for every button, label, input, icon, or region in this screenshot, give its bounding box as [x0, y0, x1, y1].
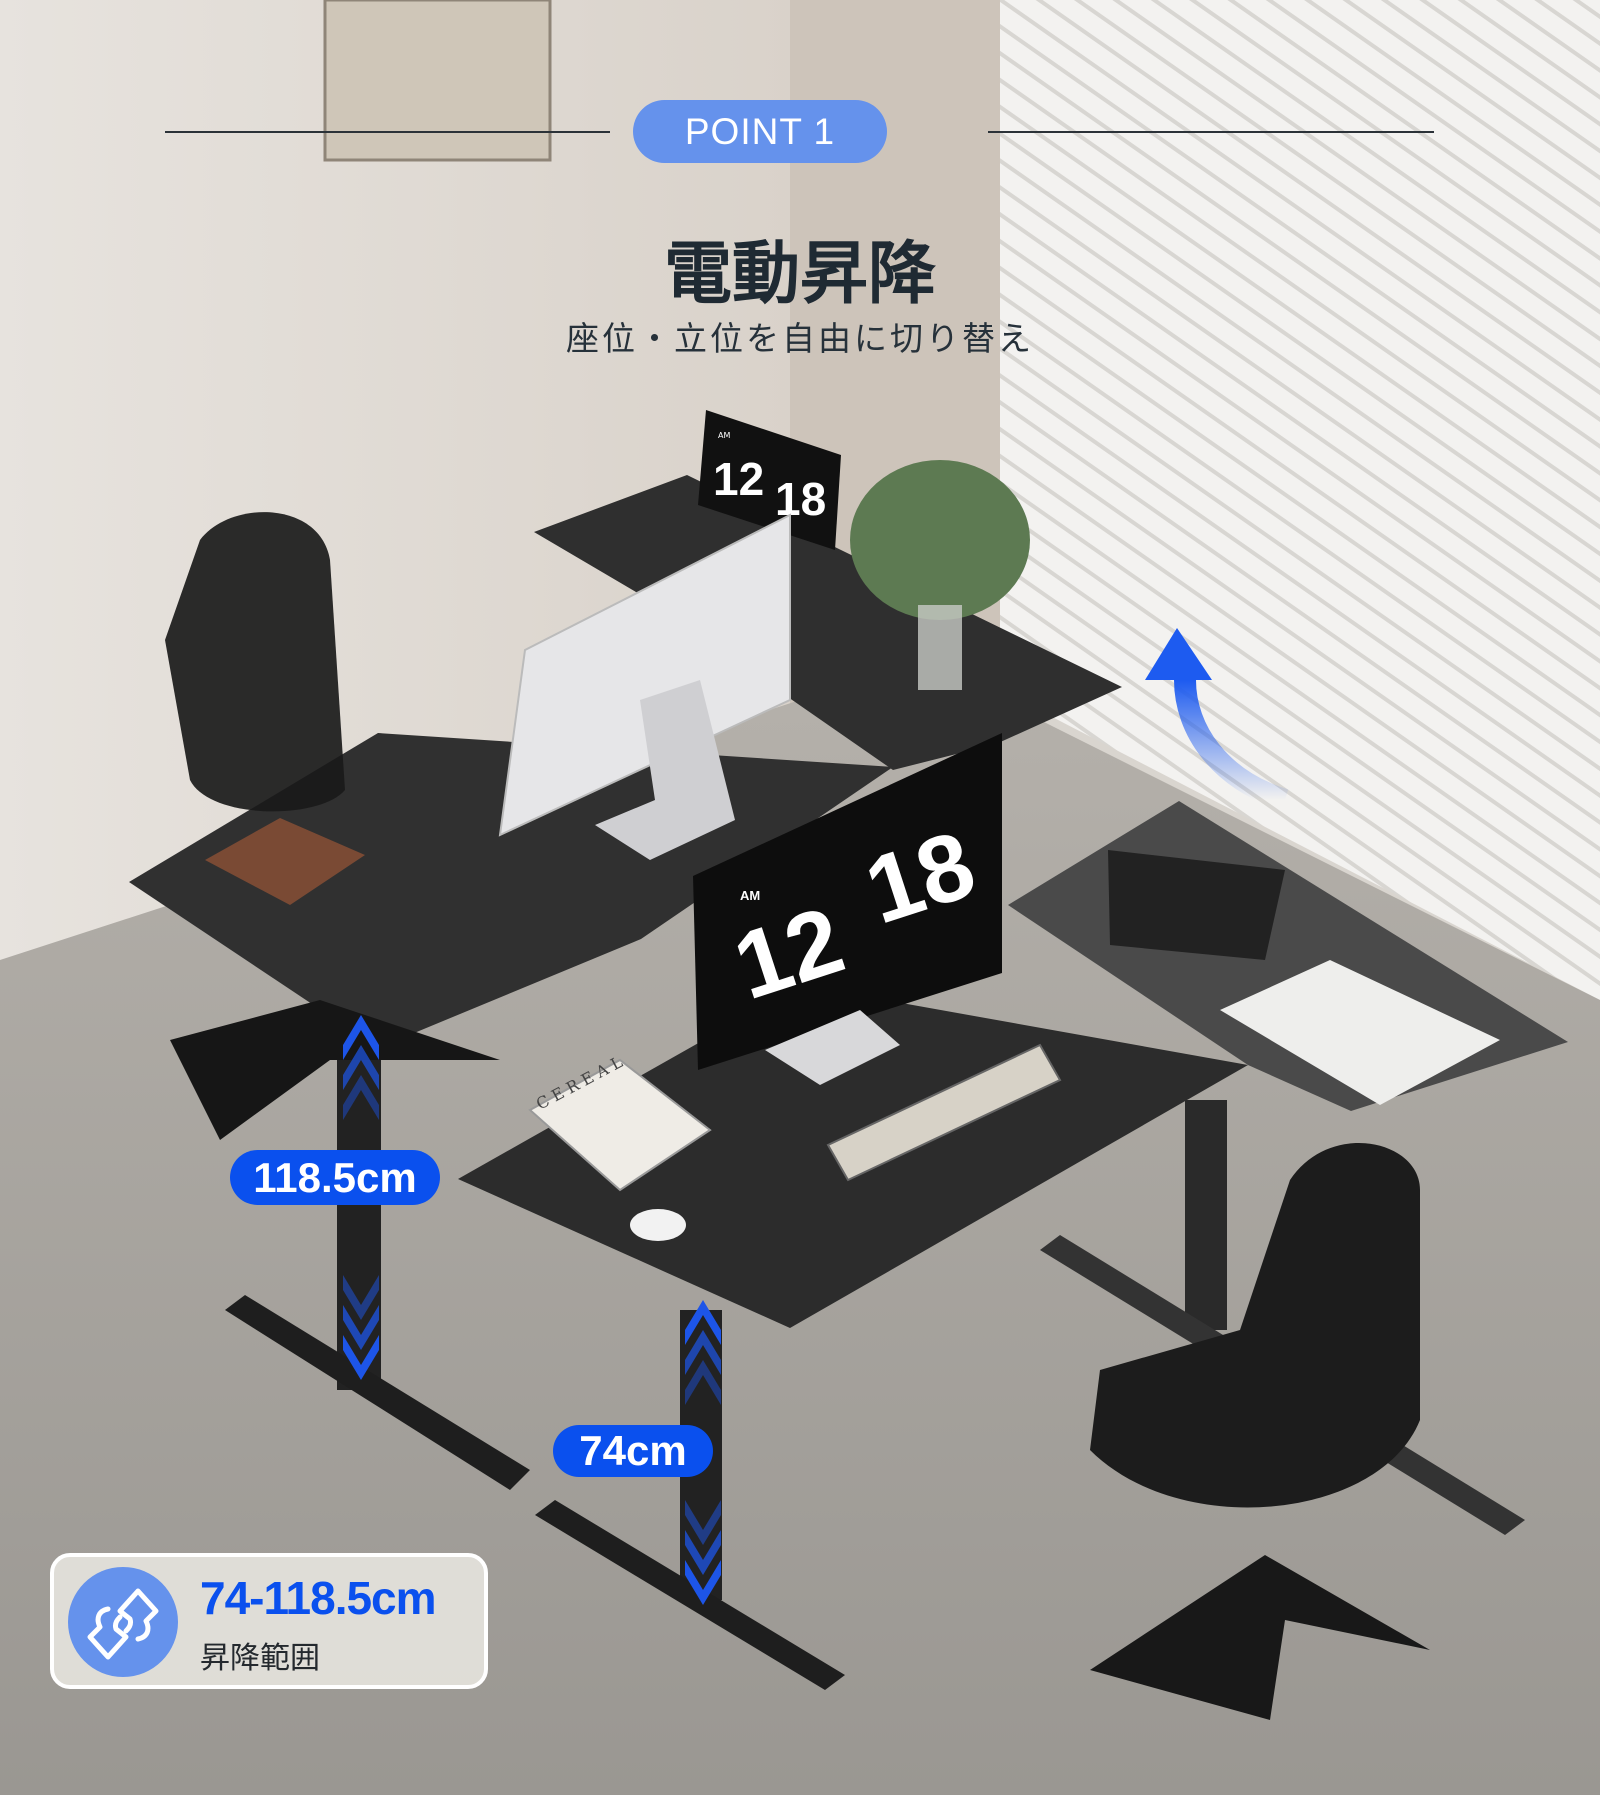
desk-foot-left — [225, 1295, 530, 1490]
desk-foot-front — [535, 1500, 845, 1690]
blueprint — [1220, 960, 1500, 1105]
raise-arrow-head — [1145, 628, 1212, 680]
imac-stand — [595, 680, 735, 860]
coffee-cup — [630, 1209, 686, 1241]
page-title: 電動昇降 — [663, 235, 936, 314]
up-chevrons-front — [685, 1300, 721, 1405]
chair-left-base — [170, 1000, 500, 1140]
swap-up-down-icon — [68, 1567, 178, 1677]
divider-right — [988, 131, 1434, 133]
laptop-clock-minute: 18 — [775, 473, 826, 525]
height-range-card: 74-118.5cm 昇降範囲 — [50, 1553, 488, 1689]
front-monitor-stand — [765, 1010, 900, 1085]
desk-leg-right — [1185, 1100, 1227, 1330]
window-blinds — [1000, 0, 1600, 1000]
desk-back — [534, 475, 1122, 770]
page-subtitle: 座位・立位を自由に切り替え — [566, 319, 1034, 358]
laptop-screen — [698, 410, 841, 550]
down-chevrons-left — [343, 1275, 379, 1380]
chair-right — [1090, 1142, 1420, 1508]
up-chevrons-left — [343, 1015, 379, 1120]
max-height-label: 118.5cm — [230, 1150, 440, 1205]
range-label: 昇降範囲 — [200, 1641, 320, 1676]
down-chevrons-front — [685, 1500, 721, 1605]
divider-left — [165, 131, 610, 133]
plant — [850, 460, 1030, 620]
chair-right-base — [1090, 1555, 1430, 1720]
wall-art — [323, 0, 552, 162]
leather-tray — [205, 818, 365, 905]
magazine-stack — [528, 1058, 712, 1192]
imac-screen — [498, 513, 791, 837]
keyboard — [826, 1043, 1062, 1182]
chair-left — [165, 512, 345, 812]
plant-vase — [918, 605, 962, 690]
front-monitor — [693, 733, 1002, 1070]
raise-arrow-icon — [1174, 679, 1289, 811]
laptop-clock-am: AM — [718, 431, 730, 440]
range-value: 74-118.5cm — [200, 1572, 437, 1624]
laptop-clock-hour: 12 — [713, 453, 764, 505]
min-height-label: 74cm — [553, 1425, 713, 1477]
monitor-clock-am: AM — [740, 888, 760, 903]
point-badge: POINT 1 — [633, 100, 887, 163]
tablet — [1108, 850, 1285, 960]
